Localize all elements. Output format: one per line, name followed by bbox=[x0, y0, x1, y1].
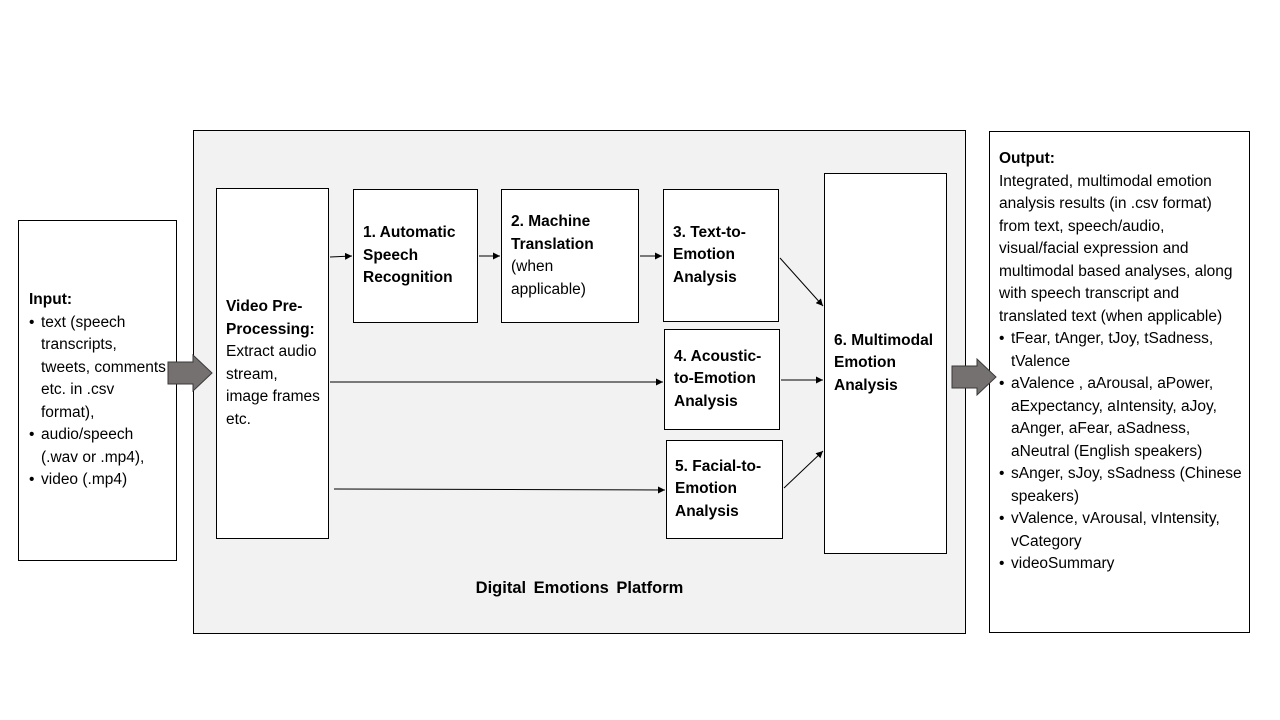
multimodal-title: 6. Multimodal Emotion Analysis bbox=[834, 331, 934, 394]
output-list: tFear, tAnger, tJoy, tSadness, tValence … bbox=[999, 328, 1243, 576]
acoustic-emotion-box: 4. Acoustic-to-Emotion Analysis bbox=[664, 329, 780, 430]
text-emotion-title: 3. Text-to-Emotion Analysis bbox=[673, 223, 746, 286]
preprocessing-box: Video Pre-Processing: Extract audio stre… bbox=[216, 188, 329, 539]
asr-box: 1. Automatic Speech Recognition bbox=[353, 189, 478, 323]
input-list: text (speech transcripts, tweets, commen… bbox=[29, 312, 168, 492]
input-box: Input: text (speech transcripts, tweets,… bbox=[18, 220, 177, 561]
asr-title: 1. Automatic Speech Recognition bbox=[363, 224, 456, 287]
input-item-audio: audio/speech (.wav or .mp4), bbox=[29, 424, 168, 469]
facial-emotion-title: 5. Facial-to-Emotion Analysis bbox=[675, 457, 762, 520]
multimodal-box: 6. Multimodal Emotion Analysis bbox=[824, 173, 947, 554]
text-emotion-box: 3. Text-to-Emotion Analysis bbox=[663, 189, 779, 322]
output-title: Output: bbox=[999, 150, 1055, 167]
mt-title: 2. Machine Translation bbox=[511, 213, 594, 253]
preprocessing-text: Extract audio stream, image frames etc. bbox=[226, 343, 320, 428]
output-item-summary: videoSummary bbox=[999, 553, 1243, 576]
acoustic-emotion-title: 4. Acoustic-to-Emotion Analysis bbox=[674, 347, 762, 410]
output-box: Output: Integrated, multimodal emotion a… bbox=[989, 131, 1250, 633]
mt-box: 2. Machine Translation (when applicable) bbox=[501, 189, 639, 323]
input-item-text: text (speech transcripts, tweets, commen… bbox=[29, 312, 168, 425]
input-title: Input: bbox=[29, 291, 73, 309]
output-item-audio: aValence , aArousal, aPower, aExpectancy… bbox=[999, 373, 1243, 463]
platform-label: Digital Emotions Platform bbox=[475, 579, 684, 597]
input-item-video: video (.mp4) bbox=[29, 469, 168, 492]
mt-text: (when applicable) bbox=[511, 258, 586, 298]
output-item-visual: vValence, vArousal, vIntensity, vCategor… bbox=[999, 508, 1243, 553]
output-text: Integrated, multimodal emotion analysis … bbox=[999, 172, 1233, 325]
output-item-text: tFear, tAnger, tJoy, tSadness, tValence bbox=[999, 328, 1243, 373]
facial-emotion-box: 5. Facial-to-Emotion Analysis bbox=[666, 440, 783, 539]
preprocessing-title: Video Pre-Processing: bbox=[226, 298, 315, 338]
output-item-speech: sAnger, sJoy, sSadness (Chinese speakers… bbox=[999, 463, 1243, 508]
